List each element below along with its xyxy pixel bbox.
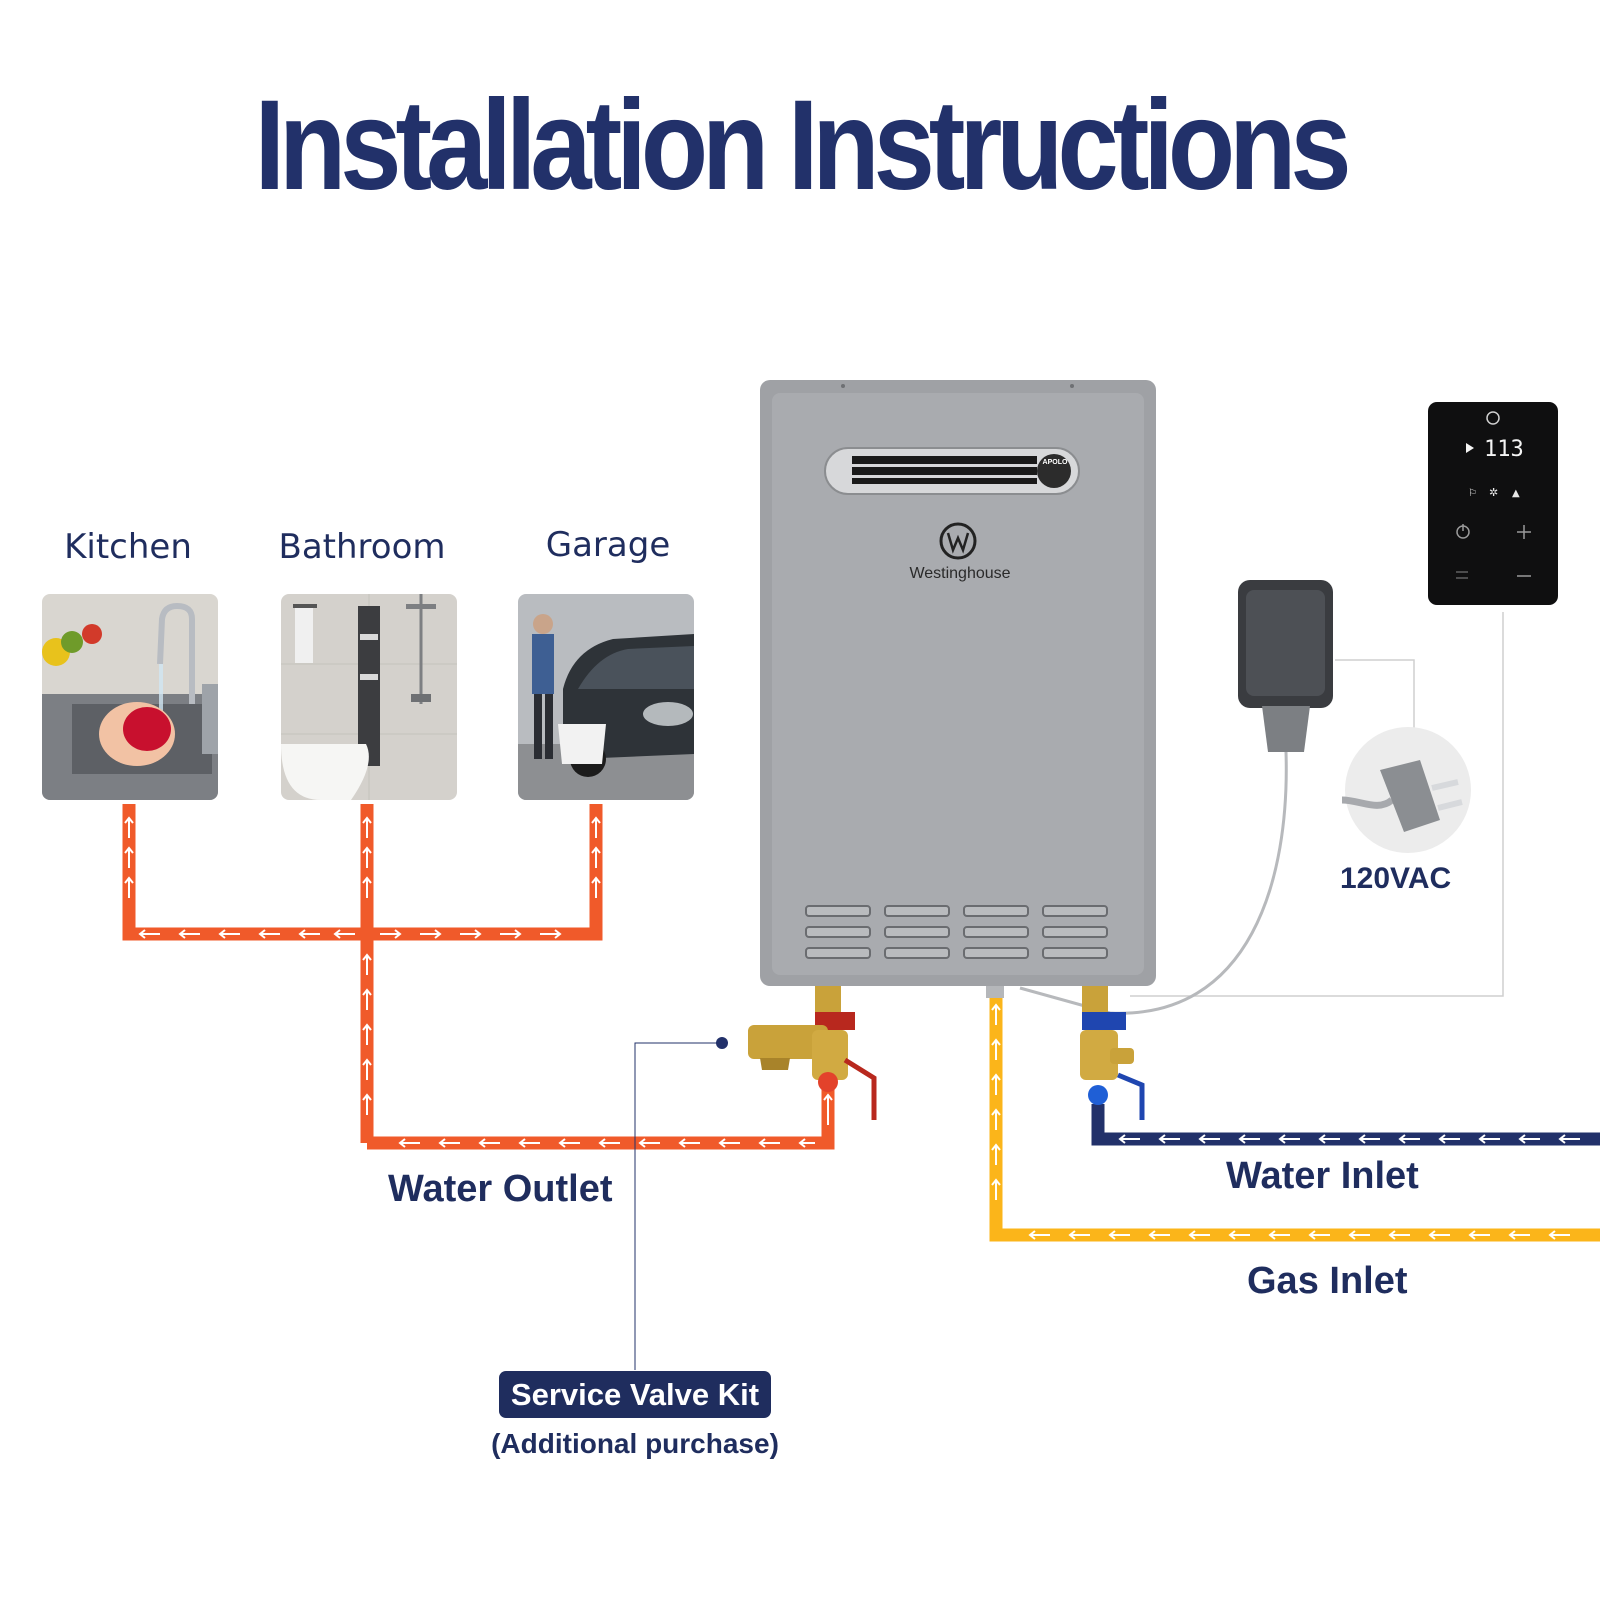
controller-display: 113 <box>1484 437 1524 462</box>
valve-icon-inlet <box>1080 986 1145 1120</box>
controller-wire <box>1130 612 1504 997</box>
page-title: Installation Instructions <box>254 74 1351 217</box>
bathroom-label: Bathroom <box>278 527 446 567</box>
garage-label: Garage <box>545 525 671 565</box>
svg-text:▲: ▲ <box>1512 488 1520 499</box>
plug-icon <box>1341 727 1471 853</box>
westinghouse-logo-icon <box>939 522 977 560</box>
heater-badge: APOLO <box>1042 459 1068 466</box>
water-inlet-flow-arrows <box>1118 1134 1580 1144</box>
service-valve-kit-badge: Service Valve Kit <box>499 1371 771 1418</box>
water-outlet-pipe <box>122 804 835 1150</box>
water-inlet-label: Water Inlet <box>1226 1155 1419 1197</box>
svg-text:⚐: ⚐ <box>1468 488 1477 499</box>
kitchen-photo <box>42 594 218 800</box>
valve-icon-outlet <box>748 986 877 1120</box>
gas-inlet-flow-arrows <box>991 1003 1570 1240</box>
gas-inlet-label: Gas Inlet <box>1247 1260 1408 1302</box>
heater-brand: Westinghouse <box>909 565 1011 582</box>
service-valve-leader-dot <box>716 1037 728 1049</box>
kitchen-label: Kitchen <box>64 527 192 567</box>
additional-purchase-note: (Additional purchase) <box>491 1428 779 1459</box>
water-inlet-pipe <box>1091 1104 1600 1146</box>
service-valve-leader <box>634 1042 722 1370</box>
water-outlet-label: Water Outlet <box>388 1168 613 1210</box>
power-voltage-label: 120VAC <box>1340 862 1452 895</box>
controller-logo-icon <box>1486 411 1500 425</box>
garage-photo <box>518 594 694 800</box>
remote-controller: ⚐ ✲ ▲ <box>1428 402 1558 605</box>
water-heater <box>760 380 1156 998</box>
plus-icon <box>1517 525 1531 539</box>
power-cord <box>1019 751 1288 1015</box>
power-outlet-icon <box>1238 580 1333 752</box>
vent-grille <box>805 905 1108 959</box>
svg-text:✲: ✲ <box>1489 486 1498 499</box>
water-outlet-flow-arrows <box>124 816 833 1148</box>
play-icon <box>1466 443 1474 453</box>
bathroom-photo <box>281 594 457 800</box>
